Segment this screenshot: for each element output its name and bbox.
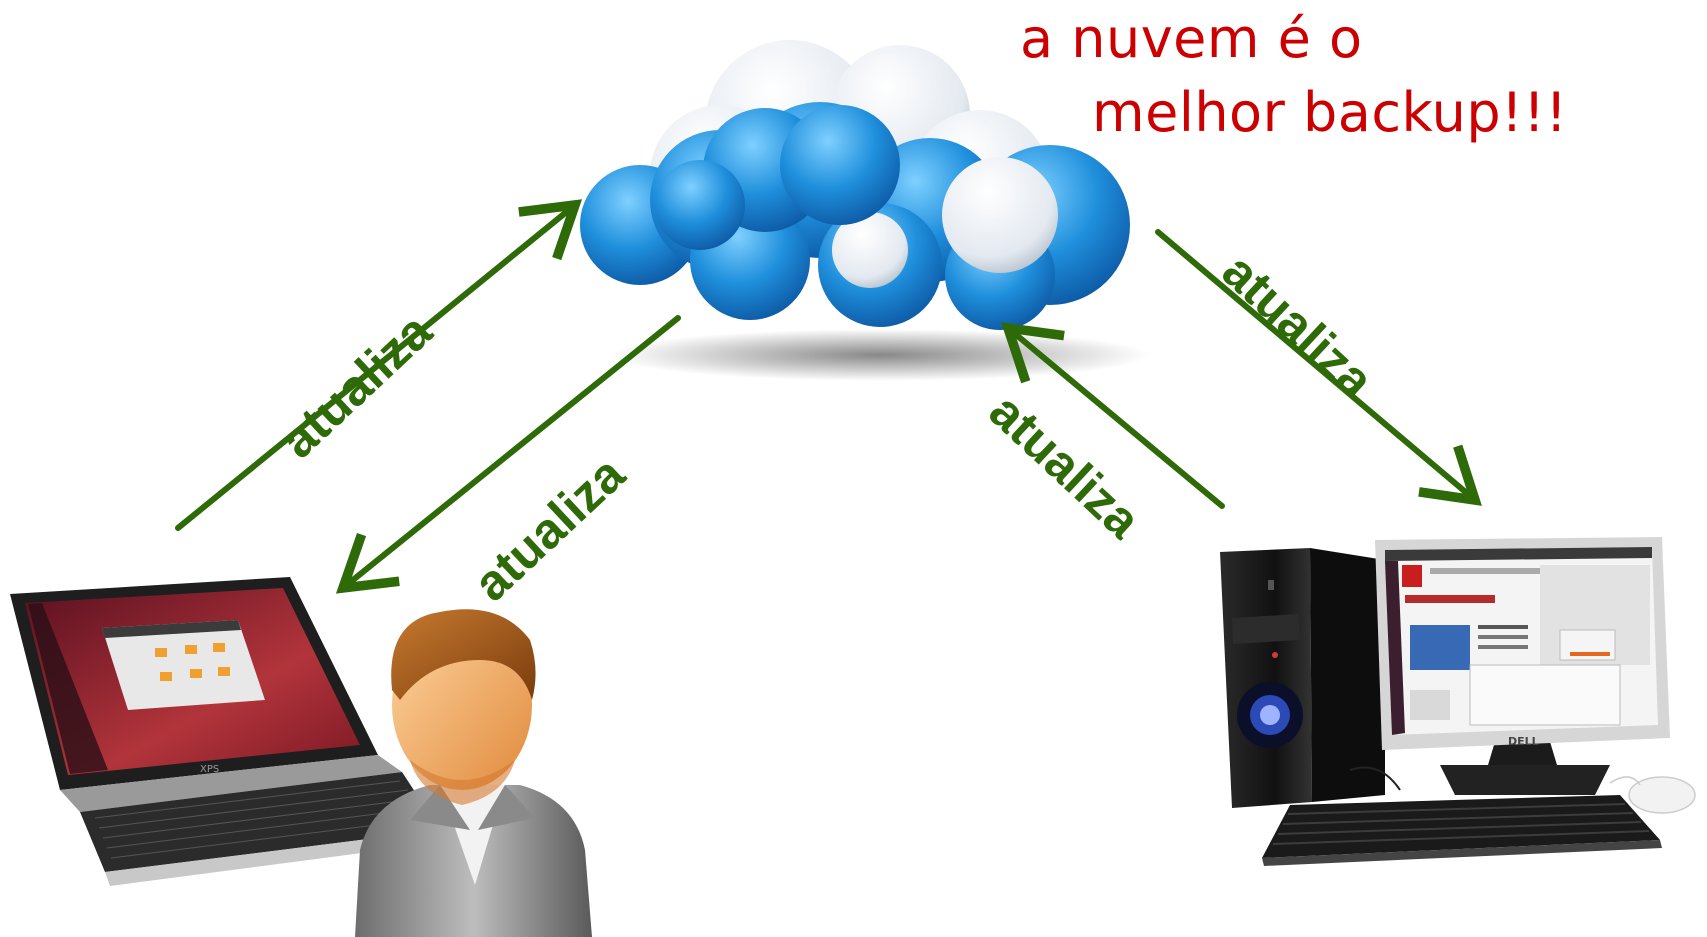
arrow-desktop-to-cloud xyxy=(1001,322,1225,509)
sync-arrows xyxy=(175,199,1482,594)
cloud-icon xyxy=(580,40,1150,381)
desktop-computer-icon: DELL xyxy=(1220,537,1696,866)
monitor-brand: DELL xyxy=(1508,735,1539,748)
arrow-cloud-to-user xyxy=(335,315,681,594)
arrow-cloud-to-desktop xyxy=(1155,229,1482,506)
user-icon xyxy=(355,609,592,937)
laptop-brand: XPS xyxy=(200,764,219,775)
headline-line-1: a nuvem é o xyxy=(1020,7,1363,70)
headline-line-2: melhor backup!!! xyxy=(1092,81,1568,144)
arrow-laptop-to-cloud xyxy=(175,199,583,531)
laptop-icon: XPS xyxy=(10,577,446,886)
